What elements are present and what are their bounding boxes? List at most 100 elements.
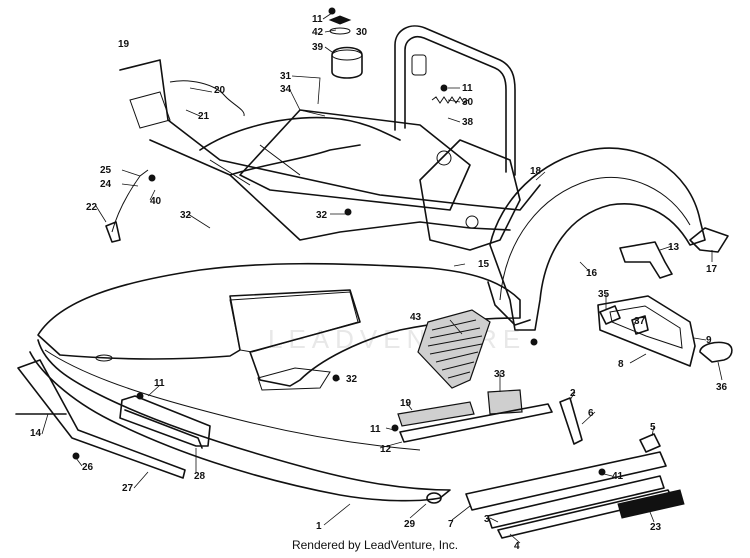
frame-right-rail bbox=[149, 139, 511, 241]
washer-top bbox=[329, 27, 351, 35]
bumper-strip-23 bbox=[617, 489, 685, 519]
callout-38: 38 bbox=[462, 117, 474, 128]
callout-4: 4 bbox=[514, 541, 520, 552]
grab-bar-inner bbox=[404, 35, 507, 173]
callout-18: 18 bbox=[530, 166, 542, 177]
bracket-2 bbox=[559, 397, 583, 445]
callout-7: 7 bbox=[448, 519, 454, 530]
callout-12: 12 bbox=[380, 444, 392, 455]
callout-19: 19 bbox=[118, 39, 130, 50]
callout-15: 15 bbox=[478, 259, 490, 270]
callout-19-b: 19 bbox=[400, 398, 412, 409]
hinge-35 bbox=[599, 305, 621, 325]
callout-40: 40 bbox=[150, 196, 162, 207]
callout-30-b: 30 bbox=[462, 97, 474, 108]
callout-32: 32 bbox=[180, 210, 192, 221]
cable-assembly-24 bbox=[111, 169, 149, 233]
callout-29: 29 bbox=[404, 519, 416, 530]
callout-35: 35 bbox=[598, 289, 610, 300]
callout-6: 6 bbox=[588, 408, 594, 419]
callout-11-c: 11 bbox=[154, 378, 165, 389]
callout-17: 17 bbox=[706, 264, 718, 275]
hood-vent-panel bbox=[257, 367, 331, 391]
callout-41: 41 bbox=[612, 471, 624, 482]
frame-mount-bracket bbox=[129, 91, 171, 129]
tunnel-side-panel bbox=[419, 139, 521, 251]
left-bumper-28-inner bbox=[124, 409, 203, 449]
frame-cross-member bbox=[199, 116, 401, 151]
plate-33 bbox=[487, 389, 523, 415]
trim-strip-12 bbox=[399, 403, 553, 443]
bumper-strip-3 bbox=[487, 475, 665, 529]
callout-31: 31 bbox=[280, 71, 292, 82]
hardware-dots bbox=[72, 7, 606, 476]
callout-5: 5 bbox=[650, 422, 656, 433]
callout-33: 33 bbox=[494, 369, 506, 380]
trim-strip-19 bbox=[397, 401, 475, 427]
bumper-strip-7 bbox=[465, 451, 667, 511]
foot-29 bbox=[426, 492, 442, 504]
callout-42: 42 bbox=[312, 27, 324, 38]
callout-14: 14 bbox=[30, 428, 42, 439]
bracket-13 bbox=[619, 241, 673, 279]
callout-13: 13 bbox=[668, 242, 680, 253]
callout-27: 27 bbox=[122, 483, 134, 494]
clip-5 bbox=[639, 433, 661, 453]
grab-bar-slot bbox=[411, 54, 427, 76]
callout-2: 2 bbox=[570, 388, 576, 399]
callout-36: 36 bbox=[716, 382, 728, 393]
gasket-top bbox=[328, 15, 352, 25]
callout-11-d: 11 bbox=[370, 424, 381, 435]
callout-9: 9 bbox=[706, 335, 712, 346]
callout-3: 3 bbox=[484, 514, 490, 525]
frame-floor-plate bbox=[239, 109, 471, 211]
hood-crease-line bbox=[44, 349, 421, 451]
frame-left-rail bbox=[119, 59, 541, 211]
leader-lines bbox=[41, 12, 723, 544]
callout-39: 39 bbox=[312, 42, 324, 53]
hinge-37 bbox=[631, 315, 649, 335]
tunnel-hole-2 bbox=[465, 215, 479, 229]
callout-11: 11 bbox=[312, 14, 323, 25]
callout-26: 26 bbox=[82, 462, 94, 473]
callout-28: 28 bbox=[194, 471, 206, 482]
rear-plate-8 bbox=[597, 295, 696, 367]
callout-22: 22 bbox=[86, 202, 98, 213]
left-bumper-27 bbox=[17, 359, 186, 479]
callout-labels: 11 42 30 39 31 34 11 30 38 19 20 21 25 2… bbox=[30, 14, 728, 552]
fender-lower-lip bbox=[487, 281, 531, 326]
footer-credit: Rendered by LeadVenture, Inc. bbox=[291, 538, 459, 552]
callout-20: 20 bbox=[214, 85, 226, 96]
left-bumper-28 bbox=[119, 395, 211, 447]
callout-25: 25 bbox=[100, 165, 112, 176]
callout-16: 16 bbox=[586, 268, 598, 279]
callout-11-b: 11 bbox=[462, 83, 473, 94]
hood-oval-emblem bbox=[95, 354, 113, 362]
callout-1: 1 bbox=[316, 521, 322, 532]
callout-23: 23 bbox=[650, 522, 662, 533]
cable-20 bbox=[169, 80, 245, 117]
rear-fender-arch bbox=[489, 147, 706, 331]
hood-lower-skirt bbox=[29, 339, 451, 502]
callout-21: 21 bbox=[198, 111, 210, 122]
fender-inner-curve bbox=[499, 176, 691, 301]
rear-handle bbox=[689, 227, 729, 253]
callout-24: 24 bbox=[100, 179, 112, 190]
callout-30: 30 bbox=[356, 27, 368, 38]
tunnel-hole-1 bbox=[436, 150, 452, 166]
callout-34: 34 bbox=[280, 84, 292, 95]
callout-8: 8 bbox=[618, 359, 624, 370]
rear-plate-panel bbox=[609, 305, 683, 349]
fuel-cap bbox=[331, 46, 363, 79]
callout-32-c: 32 bbox=[346, 374, 358, 385]
latch-36 bbox=[699, 341, 733, 363]
frame-crossbar-lower bbox=[229, 144, 361, 176]
callout-37: 37 bbox=[634, 316, 646, 327]
hood-inner-panel bbox=[229, 291, 359, 353]
grab-bar bbox=[394, 25, 516, 176]
frame-brace-diagonal bbox=[209, 144, 301, 186]
clip-22 bbox=[105, 221, 121, 243]
callout-32-b: 32 bbox=[316, 210, 328, 221]
callout-43: 43 bbox=[410, 312, 422, 323]
